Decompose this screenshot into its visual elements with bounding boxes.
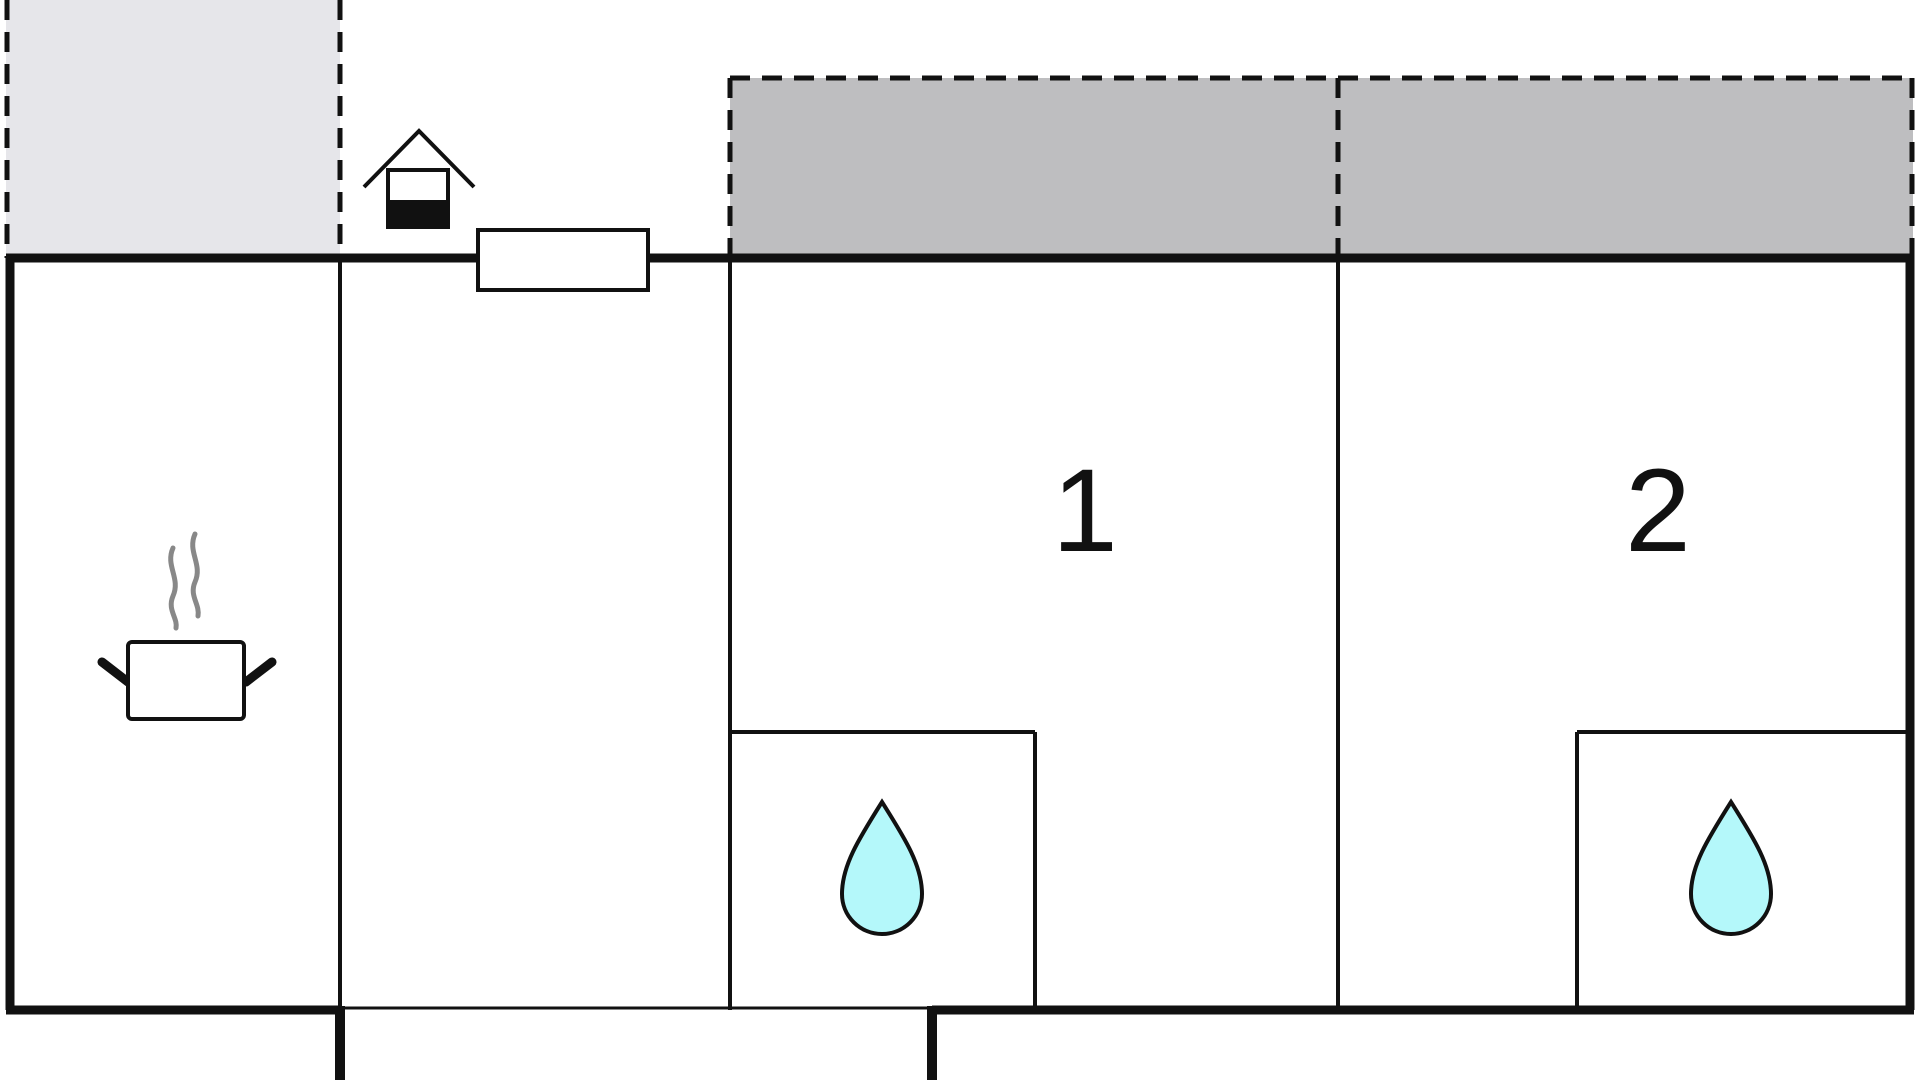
water-drop-icon xyxy=(1688,798,1774,936)
terrace-left xyxy=(4,0,343,258)
bedroom-2-number: 2 xyxy=(1625,445,1691,577)
bedroom-1-number: 1 xyxy=(1052,445,1118,577)
cooking-pot-icon xyxy=(97,531,277,721)
fireplace-icon xyxy=(362,128,476,229)
window-icon xyxy=(476,228,650,292)
water-drop-icon xyxy=(839,798,925,936)
interior-walls xyxy=(338,258,1910,1010)
terrace-right xyxy=(727,75,1915,258)
exterior-walls xyxy=(5,253,1915,1080)
